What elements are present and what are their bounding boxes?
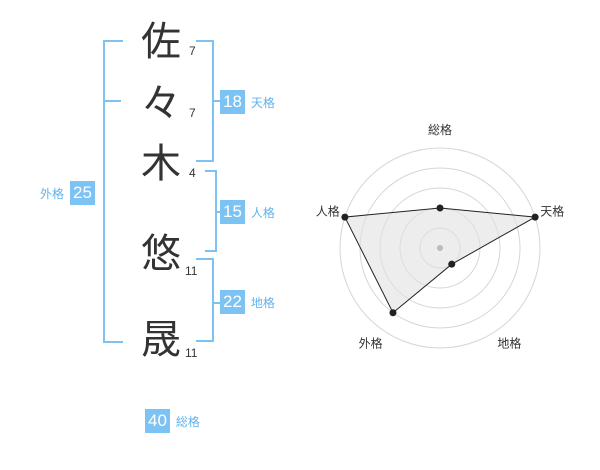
name-char-5: 晟 bbox=[141, 317, 181, 363]
bracket-tick bbox=[212, 302, 220, 304]
tenkaku-badge: 18 天格 bbox=[220, 90, 275, 114]
jinkaku-value: 15 bbox=[220, 200, 245, 224]
radar-point bbox=[448, 260, 456, 268]
chikaku-bracket bbox=[196, 258, 214, 342]
name-char-1: 佐 bbox=[141, 19, 181, 65]
name-char-3: 木 bbox=[141, 141, 181, 187]
stroke-count-3: 4 bbox=[189, 166, 196, 180]
chikaku-label: 地格 bbox=[250, 295, 275, 310]
radar-axis-label: 総格 bbox=[428, 122, 452, 137]
soukaku-value: 40 bbox=[145, 409, 170, 433]
radar-grid-ring bbox=[339, 147, 541, 349]
name-char-4: 悠 bbox=[141, 231, 181, 277]
tenkaku-label: 天格 bbox=[250, 95, 275, 110]
stroke-count-5: 11 bbox=[185, 346, 198, 360]
name-char-2: 々 bbox=[141, 81, 181, 127]
stroke-count-4: 11 bbox=[185, 264, 198, 278]
stroke-count-2: 7 bbox=[189, 106, 196, 120]
gaikaku-bracket bbox=[103, 40, 123, 343]
tenkaku-value: 18 bbox=[220, 90, 245, 114]
chikaku-badge: 22 地格 bbox=[220, 290, 275, 314]
radar-point bbox=[389, 309, 397, 317]
jinkaku-label: 人格 bbox=[250, 205, 275, 220]
radar-axis-label: 外格 bbox=[359, 335, 383, 350]
gaikaku-value: 25 bbox=[70, 181, 95, 205]
stroke-count-1: 7 bbox=[189, 44, 196, 58]
soukaku-label: 総格 bbox=[175, 414, 200, 429]
gaikaku-label: 外格 bbox=[40, 186, 65, 201]
chikaku-value: 22 bbox=[220, 290, 245, 314]
radar-center-dot bbox=[437, 245, 443, 251]
radar-point bbox=[436, 204, 444, 212]
soukaku-badge: 40 総格 bbox=[145, 409, 200, 433]
radar-axis-label: 人格 bbox=[316, 204, 340, 219]
radar-point bbox=[341, 213, 349, 221]
radar-series-area bbox=[344, 207, 537, 314]
jinkaku-badge: 15 人格 bbox=[220, 200, 275, 224]
bracket-tick bbox=[103, 100, 121, 102]
bracket-tick bbox=[212, 100, 220, 102]
gaikaku-badge: 25 外格 bbox=[40, 181, 95, 205]
radar-point bbox=[531, 213, 539, 221]
radar-axis-label: 天格 bbox=[540, 204, 564, 219]
radar-axis-label: 地格 bbox=[497, 335, 521, 350]
bracket-tick bbox=[215, 211, 220, 213]
